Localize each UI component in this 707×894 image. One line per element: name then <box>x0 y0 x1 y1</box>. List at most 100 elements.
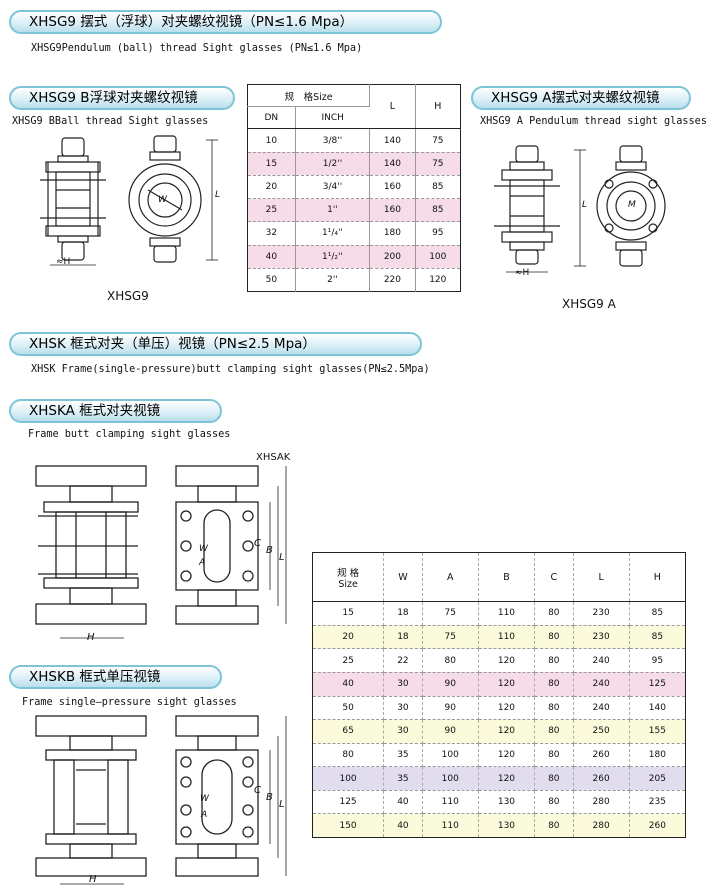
t2-cell-w: 40 <box>383 790 423 815</box>
t2-cell-h: 235 <box>629 790 686 815</box>
xhsg9a-m: M <box>628 200 636 210</box>
xhskb-dim-c: C <box>254 785 261 796</box>
t1-cell-inch: 3/8'' <box>295 128 371 153</box>
xhsg9b-drawing <box>40 135 218 266</box>
t2-cell-size: 25 <box>312 648 385 673</box>
t1-cell-dn: 10 <box>247 128 296 153</box>
t2-cell-a: 80 <box>422 648 479 673</box>
t2-cell-c: 80 <box>534 601 574 626</box>
xhska-drawing <box>35 465 287 639</box>
t2-cell-a: 90 <box>422 672 479 697</box>
xhska-dim-h: H <box>87 632 95 643</box>
t1-cell-dn: 32 <box>247 221 296 246</box>
t2-cell-l: 250 <box>573 719 630 744</box>
xhsg9b-subtitle: XHSG9 BBall thread Sight glasses <box>12 116 209 127</box>
t2-cell-a: 100 <box>422 766 479 791</box>
t2-header-b: B <box>478 552 536 603</box>
t2-cell-b: 120 <box>478 719 536 744</box>
t1-cell-h: 95 <box>415 221 461 246</box>
t2-cell-c: 80 <box>534 766 574 791</box>
t2-cell-a: 90 <box>422 719 479 744</box>
t2-cell-b: 120 <box>478 648 536 673</box>
t2-cell-b: 130 <box>478 813 536 838</box>
xhskb-dim-h: H <box>89 874 97 885</box>
t2-cell-a: 110 <box>422 790 479 815</box>
t1-cell-dn: 25 <box>247 198 296 223</box>
t2-cell-h: 95 <box>629 648 686 673</box>
t2-cell-w: 30 <box>383 719 423 744</box>
t1-cell-dn: 50 <box>247 268 296 293</box>
t2-cell-l: 280 <box>573 790 630 815</box>
xhska-subtitle: Frame butt clamping sight glasses <box>28 429 231 440</box>
t1-header-dn: DN <box>247 106 296 130</box>
t2-cell-w: 30 <box>383 696 423 721</box>
t2-header-size: 规 格 Size <box>312 552 385 603</box>
t2-cell-h: 85 <box>629 625 686 650</box>
section-xhsg9-title: XHSG9 摆式（浮球）对夹螺纹视镜（PN≤1.6 Mpa） <box>9 10 442 34</box>
t2-cell-size: 40 <box>312 672 385 697</box>
t2-cell-size: 80 <box>312 743 385 768</box>
xhska-dim-c: C <box>254 538 261 549</box>
t1-cell-dn: 15 <box>247 152 296 176</box>
xhska-title: XHSKA 框式对夹视镜 <box>9 399 222 423</box>
t2-cell-a: 75 <box>422 625 479 650</box>
t1-header-inch: INCH <box>295 106 370 130</box>
t2-cell-a: 90 <box>422 696 479 721</box>
t2-cell-l: 280 <box>573 813 630 838</box>
xhskb-drawing <box>35 715 287 885</box>
t2-cell-w: 30 <box>383 672 423 697</box>
t2-cell-h: 140 <box>629 696 686 721</box>
xhskb-w: W <box>200 794 209 804</box>
section-xhsk-title: XHSK 框式对夹（单压）视镜（PN≤2.5 Mpa） <box>9 332 422 356</box>
t1-cell-inch: 2'' <box>295 268 371 293</box>
t2-cell-size: 65 <box>312 719 385 744</box>
t2-cell-size: 100 <box>312 766 385 791</box>
t2-cell-b: 110 <box>478 601 536 626</box>
t2-cell-c: 80 <box>534 648 574 673</box>
t2-cell-l: 260 <box>573 766 630 791</box>
t2-cell-c: 80 <box>534 625 574 650</box>
xhsg9b-title: XHSG9 B浮球对夹螺纹视镜 <box>9 86 235 110</box>
xhska-w: W <box>199 544 208 554</box>
t1-cell-inch: 1'' <box>295 198 371 223</box>
xhsg9b-dim-h: ≈H <box>56 257 71 267</box>
t1-cell-dn: 40 <box>247 245 296 269</box>
t2-header-l: L <box>573 552 630 603</box>
xhska-label: XHSAK <box>256 452 291 463</box>
t1-cell-h: 75 <box>415 128 461 153</box>
t2-cell-size: 150 <box>312 813 385 838</box>
xhsg9a-caption: XHSG9 A <box>562 297 616 311</box>
t2-cell-l: 230 <box>573 625 630 650</box>
t1-header-h: H <box>415 84 461 130</box>
t2-cell-b: 120 <box>478 672 536 697</box>
t2-header-c: C <box>534 552 574 603</box>
t2-cell-w: 18 <box>383 601 423 626</box>
section-xhsk-subtitle: XHSK Frame(single-pressure)butt clamping… <box>31 364 430 375</box>
t2-cell-h: 125 <box>629 672 686 697</box>
t2-cell-w: 18 <box>383 625 423 650</box>
t2-cell-size: 15 <box>312 601 385 626</box>
t2-cell-h: 180 <box>629 743 686 768</box>
t1-cell-h: 120 <box>415 268 461 293</box>
t1-cell-h: 85 <box>415 198 461 223</box>
t1-cell-l: 160 <box>369 175 416 200</box>
t1-cell-h: 100 <box>415 245 461 269</box>
t2-header-size-en: Size <box>338 578 358 590</box>
t2-header-size-cn: 规 格 <box>337 567 360 579</box>
t2-cell-c: 80 <box>534 696 574 721</box>
t2-cell-w: 35 <box>383 743 423 768</box>
t1-cell-l: 200 <box>369 245 416 269</box>
t1-cell-h: 75 <box>415 152 461 176</box>
t1-header-l: L <box>369 84 416 130</box>
t2-cell-c: 80 <box>534 813 574 838</box>
t2-cell-l: 240 <box>573 672 630 697</box>
